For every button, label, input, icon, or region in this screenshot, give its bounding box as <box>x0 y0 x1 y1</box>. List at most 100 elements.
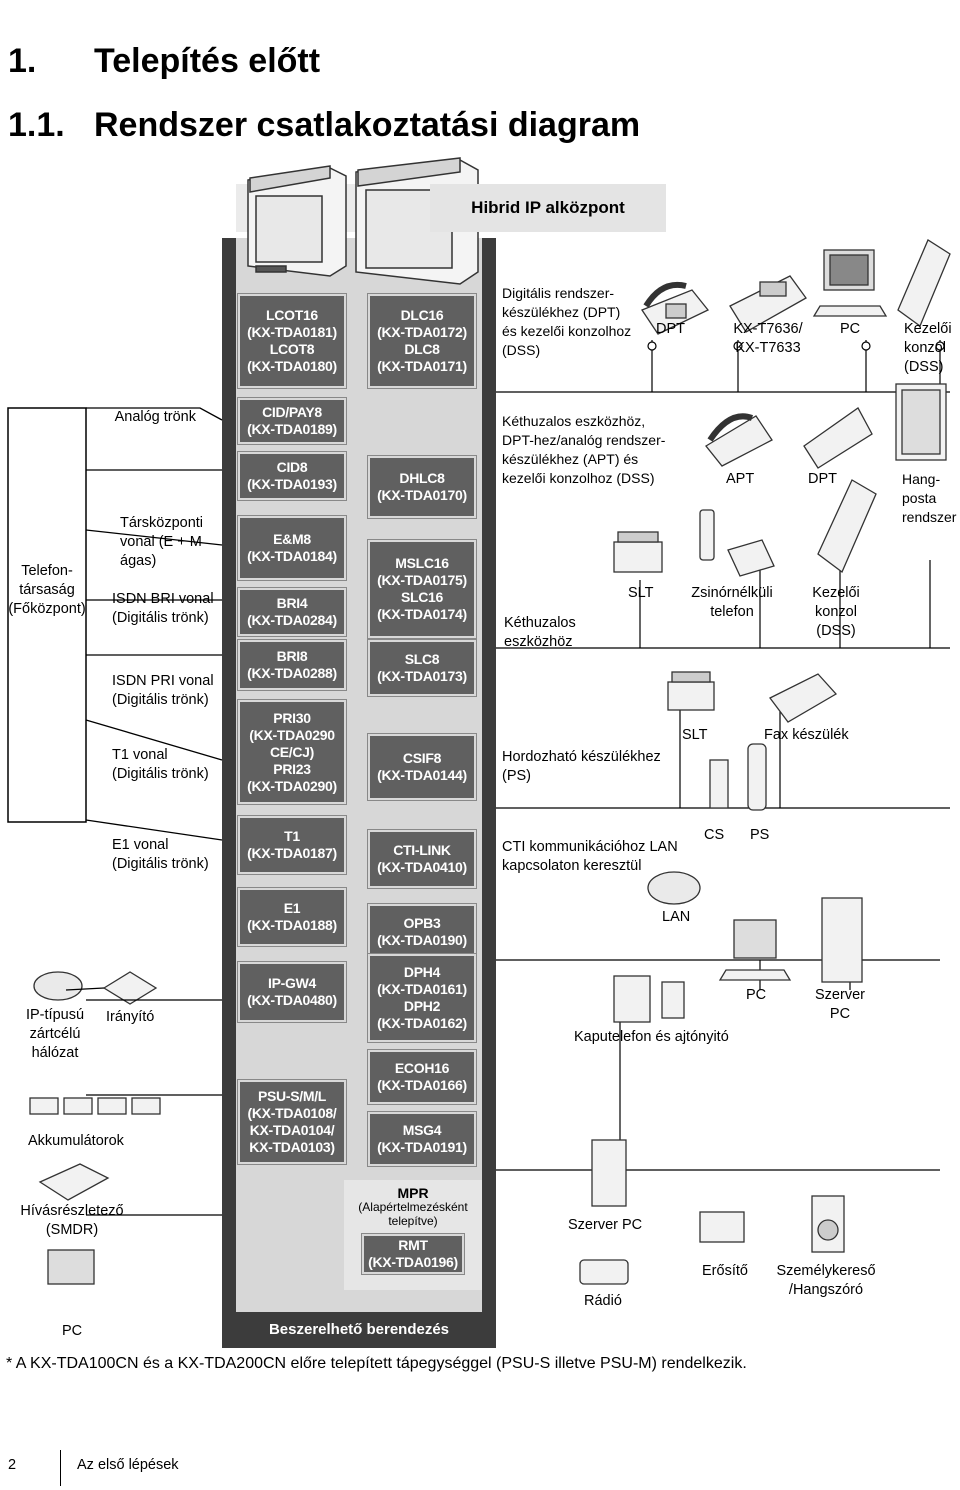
card-mslc-slc16-text: MSLC16 (KX-TDA0175) SLC16 (KX-TDA0174) <box>377 555 467 622</box>
label-router: Irányító <box>106 1009 155 1025</box>
dss-console-top-icon <box>897 239 951 328</box>
section-title: Rendszer csatlakoztatási diagram <box>94 106 641 144</box>
label-analog-trunk: Analóg trönk <box>114 409 196 425</box>
hybrid-pbx-label: Hibrid IP alközpont <box>430 184 666 232</box>
footnote: * A KX-TDA100CN és a KX-TDA200CN előre t… <box>6 1355 747 1372</box>
card-ip-gw4-text: IP-GW4 (KX-TDA0480) <box>247 975 337 1008</box>
card-cid-pay8: CID/PAY8 (KX-TDA0189) <box>237 397 347 445</box>
label-pc-left: PC <box>62 1323 83 1339</box>
label-tie-line: Társközponti vonal (E + M ágas) <box>120 515 204 569</box>
kx-t7636-phone-icon <box>729 275 807 333</box>
telco-box <box>7 407 87 823</box>
mpr-box: MPR (Alapértelmezésként telepítve) RMT (… <box>344 1180 482 1290</box>
card-bri4-text: BRI4 (KX-TDA0284) <box>247 595 337 628</box>
card-e1: E1 (KX-TDA0188) <box>237 887 347 947</box>
batteries-icon <box>29 1097 161 1115</box>
label-digital-desc: Digitális rendszer- készülékhez (DPT) és… <box>502 285 632 358</box>
label-pc-lan: PC <box>746 987 767 1003</box>
cordless-phone-icon <box>699 509 775 577</box>
speaker-icon <box>811 1195 845 1253</box>
lan-cloud-icon <box>647 871 701 905</box>
pc-top-icon <box>812 249 888 317</box>
slt-phone-2-icon <box>667 671 715 711</box>
card-bri4: BRI4 (KX-TDA0284) <box>237 587 347 637</box>
card-msg4: MSG4 (KX-TDA0191) <box>367 1111 477 1167</box>
label-ps: PS <box>750 827 770 843</box>
chapter-title: Telepítés előtt <box>94 42 321 80</box>
ps-handset-icon <box>747 743 767 811</box>
card-ecoh16: ECOH16 (KX-TDA0166) <box>367 1049 477 1105</box>
card-cid-pay8-text: CID/PAY8 (KX-TDA0189) <box>247 404 337 437</box>
label-twowire-device: Kéthuzalos eszközhöz <box>504 615 576 650</box>
pc-lan-icon <box>718 919 792 981</box>
label-lan: LAN <box>662 909 691 925</box>
label-fax: Fax készülék <box>764 727 849 743</box>
label-server-pc-2: Szerver PC <box>568 1217 643 1233</box>
card-opb3: OPB3 (KX-TDA0190) <box>367 903 477 961</box>
label-ip-network: IP-típusú zártcélú hálózat <box>25 1007 85 1061</box>
card-dlc-text: DLC16 (KX-TDA0172) DLC8 (KX-TDA0171) <box>377 307 467 374</box>
label-kx-t7636: KX-T7636/ KX-T7633 <box>733 321 803 356</box>
card-psu: PSU-S/M/L (KX-TDA0108/ KX-TDA0104/ KX-TD… <box>237 1079 347 1165</box>
card-pri-text: PRI30 (KX-TDA0290 CE/CJ) PRI23 (KX-TDA02… <box>247 709 337 794</box>
footer-divider <box>60 1450 61 1486</box>
card-psu-text: PSU-S/M/L (KX-TDA0108/ KX-TDA0104/ KX-TD… <box>247 1088 337 1155</box>
label-cti: CTI kommunikációhoz LAN kapcsolaton kere… <box>502 839 678 874</box>
card-em8-text: E&M8 (KX-TDA0184) <box>247 531 337 564</box>
dpt-phone-2-icon <box>803 407 873 469</box>
card-cid8-text: CID8 (KX-TDA0193) <box>247 459 337 492</box>
smdr-printer-icon <box>38 1163 110 1201</box>
card-lcot: LCOT16 (KX-TDA0181) LCOT8 (KX-TDA0180) <box>237 293 347 389</box>
label-isdn-pri: ISDN PRI vonal (Digitális trönk) <box>112 673 214 708</box>
card-t1: T1 (KX-TDA0187) <box>237 815 347 875</box>
label-e1-line: E1 vonal (Digitális trönk) <box>112 837 209 872</box>
label-telco: Telefon- társaság (Főközpont) <box>8 563 86 617</box>
slt-phone-icon <box>613 531 663 573</box>
label-dpt: DPT <box>656 321 685 337</box>
ip-network-cloud-icon <box>33 971 83 1001</box>
label-dpt-2: DPT <box>808 471 837 487</box>
card-lcot-text: LCOT16 (KX-TDA0181) LCOT8 (KX-TDA0180) <box>247 307 337 374</box>
label-portable: Hordozható készülékhez (PS) <box>502 749 661 784</box>
card-slc8: SLC8 (KX-TDA0173) <box>367 639 477 697</box>
router-icon <box>102 971 158 1005</box>
label-doorphone: Kaputelefon és ajtónyitó <box>574 1029 729 1045</box>
label-amplifier: Erősítő <box>702 1263 748 1279</box>
label-slt-2: SLT <box>682 727 708 743</box>
card-bri8: BRI8 (KX-TDA0288) <box>237 639 347 691</box>
label-t1-line: T1 vonal (Digitális trönk) <box>112 747 209 782</box>
doorphone-icon <box>613 975 685 1023</box>
label-apt: APT <box>726 471 755 487</box>
card-pri: PRI30 (KX-TDA0290 CE/CJ) PRI23 (KX-TDA02… <box>237 699 347 805</box>
card-rmt: RMT (KX-TDA0196) <box>361 1233 465 1275</box>
card-ip-gw4: IP-GW4 (KX-TDA0480) <box>237 961 347 1023</box>
label-cs: CS <box>704 827 725 843</box>
card-cti-link: CTI-LINK (KX-TDA0410) <box>367 829 477 889</box>
card-dph: DPH4 (KX-TDA0161) DPH2 (KX-TDA0162) <box>367 953 477 1043</box>
section-number: 1.1. <box>8 106 65 144</box>
cs-antenna-icon <box>709 759 729 809</box>
label-isdn-bri: ISDN BRI vonal (Digitális trönk) <box>112 591 214 626</box>
label-radio: Rádió <box>584 1293 622 1309</box>
card-bri8-text: BRI8 (KX-TDA0288) <box>247 648 337 681</box>
label-batteries: Akkumulátorok <box>28 1133 124 1149</box>
card-dph-text: DPH4 (KX-TDA0161) DPH2 (KX-TDA0162) <box>377 964 467 1031</box>
label-twowire-desc: Kéthuzalos eszközhöz, DPT-hez/analóg ren… <box>502 413 666 486</box>
card-dhlc8-text: DHLC8 (KX-TDA0170) <box>377 470 467 503</box>
pc-left-icon <box>47 1249 95 1285</box>
radio-icon <box>579 1259 629 1285</box>
card-slc8-text: SLC8 (KX-TDA0173) <box>377 651 467 684</box>
card-csif8: CSIF8 (KX-TDA0144) <box>367 733 477 801</box>
mpr-title: MPR <box>397 1185 429 1201</box>
card-dhlc8: DHLC8 (KX-TDA0170) <box>367 455 477 519</box>
dpt-phone-icon <box>641 282 710 335</box>
card-mslc-slc16: MSLC16 (KX-TDA0175) SLC16 (KX-TDA0174) <box>367 539 477 639</box>
card-t1-text: T1 (KX-TDA0187) <box>247 828 337 861</box>
amplifier-icon <box>699 1211 745 1243</box>
card-e1-text: E1 (KX-TDA0188) <box>247 900 337 933</box>
label-paging: Személykereső /Hangszóró <box>776 1263 876 1298</box>
label-smdr: Hívásrészletező (SMDR) <box>20 1203 124 1238</box>
card-ecoh16-text: ECOH16 (KX-TDA0166) <box>377 1060 467 1093</box>
card-opb3-text: OPB3 (KX-TDA0190) <box>377 915 467 948</box>
server-icon <box>821 897 863 983</box>
